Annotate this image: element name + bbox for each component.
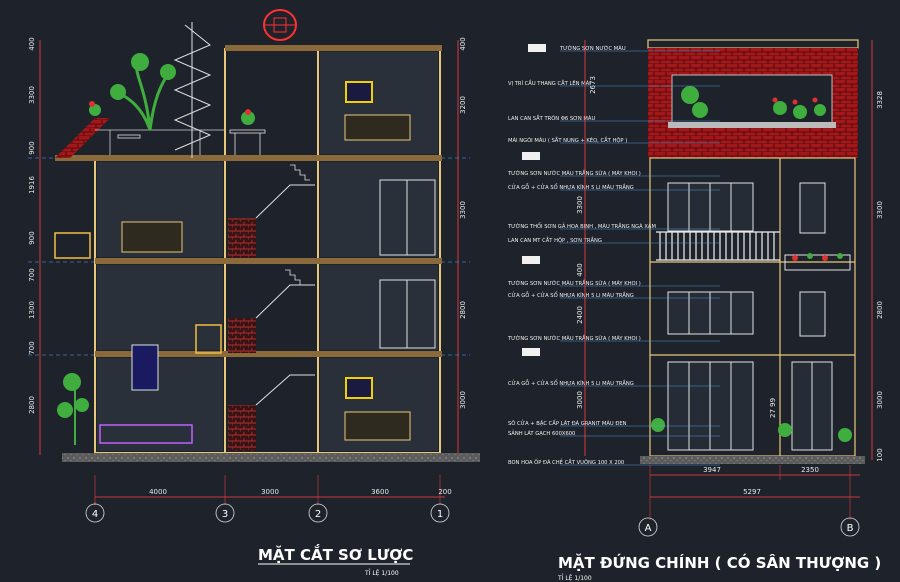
annotation-11: TƯỜNG SƠN NƯỚC MÀU TRẮNG SỮA ( MÁY KHOI … bbox=[507, 334, 641, 342]
sec-left-dim-3: 900 bbox=[28, 141, 36, 154]
sec-bottom-dim-2: 3000 bbox=[261, 488, 279, 496]
sec-bottom-dim-1: 4000 bbox=[149, 488, 167, 496]
mid-dim-3: 400 bbox=[576, 263, 584, 276]
spiral-staircase bbox=[173, 22, 212, 158]
wall-pictures bbox=[131, 81, 373, 399]
interior-stairs bbox=[228, 164, 315, 451]
level-markers bbox=[522, 44, 546, 356]
annotation-1: TƯỜNG SƠN NƯỚC MÀU bbox=[559, 45, 626, 52]
axis-4: 4 bbox=[92, 509, 98, 520]
annotation-9: TƯỜNG SƠN NƯỚC MÀU TRẮNG SỮA ( MÁY KHOI … bbox=[507, 279, 641, 287]
flower-box bbox=[784, 254, 851, 271]
elevation-terrace-plants bbox=[681, 86, 826, 119]
balcony-railings bbox=[54, 232, 222, 354]
facade-outline bbox=[649, 157, 856, 457]
elevation-ground-plants bbox=[651, 418, 852, 442]
elevation-ground bbox=[640, 456, 865, 464]
sec-right-dim-4: 2800 bbox=[459, 301, 467, 319]
water-tank-icon bbox=[263, 9, 297, 41]
sec-bottom-dim-4: 200 bbox=[438, 488, 451, 496]
section-right-dim-text: 400 3200 3300 2800 3000 bbox=[459, 37, 467, 409]
ground-strip bbox=[62, 453, 480, 462]
sec-left-dim-1: 400 bbox=[28, 37, 36, 50]
axis-A: A bbox=[645, 523, 652, 534]
sec-left-dim-9: 2800 bbox=[28, 396, 36, 414]
windows-floor-3 bbox=[667, 182, 826, 234]
elevation-annotations: TƯỜNG SƠN NƯỚC MÀU VỊ TRÍ CẦU THANG CẮT L… bbox=[507, 45, 720, 466]
ground-plant bbox=[57, 373, 89, 445]
sec-right-dim-2: 3200 bbox=[459, 96, 467, 114]
terrace-railing bbox=[95, 129, 225, 155]
elev-bottom-dim-2: 2350 bbox=[801, 466, 819, 474]
elevation-right-dims: 3328 3300 2800 3000 100 bbox=[876, 91, 884, 462]
sec-right-dim-3: 3300 bbox=[459, 201, 467, 219]
section-scale: TỈ LỆ 1/100 bbox=[364, 569, 399, 577]
section-bottom-dimension: 4000 3000 3600 200 bbox=[94, 475, 452, 505]
elev-right-dim-4: 3000 bbox=[876, 391, 884, 409]
elevation-title: MẶT ĐỨNG CHÍNH ( CÓ SÂN THƯỢNG ) bbox=[558, 552, 881, 572]
annotation-8: LAN CAN MT CẮT HỘP , SƠN TRẮNG bbox=[508, 236, 602, 244]
elevation-balcony-railing bbox=[656, 231, 780, 261]
terrace-plants bbox=[89, 53, 255, 131]
annotation-6: CỬA GỖ + CỬA SỔ NHỰA KÍNH 5 LI MÀU TRẮNG bbox=[508, 183, 634, 191]
annotation-3: LAN CAN SẮT TRÒN Φ6 SƠN MÀU bbox=[508, 114, 595, 122]
elevation-bottom-dimension: 3947 2350 5297 bbox=[649, 465, 860, 520]
section-drawing: 4000 3000 3600 200 4 3 2 1 MẶT CẮT SƠ LƯ… bbox=[28, 9, 480, 577]
sec-bottom-dim-3: 3600 bbox=[371, 488, 389, 496]
sec-left-dim-5: 900 bbox=[28, 231, 36, 244]
sec-right-dim-1: 400 bbox=[459, 37, 467, 50]
mid-dim-2: 3300 bbox=[576, 196, 584, 214]
sec-left-dim-6: 700 bbox=[28, 268, 36, 281]
terrace-furniture bbox=[117, 129, 266, 155]
floor-slabs bbox=[55, 45, 442, 357]
ground-floor-doors bbox=[667, 361, 833, 451]
annotation-2: VỊ TRÍ CẦU THANG CẮT LÊN MÁI bbox=[508, 79, 591, 87]
sec-left-dim-7: 1300 bbox=[28, 301, 36, 319]
elev-right-dim-3: 2800 bbox=[876, 301, 884, 319]
beds bbox=[121, 114, 411, 441]
axis-3: 3 bbox=[222, 509, 228, 520]
annotation-15: BON HOA ỐP ĐÁ CHẺ CẮT VUÔNG 100 X 200 bbox=[508, 458, 624, 466]
sec-left-dim-2: 3300 bbox=[28, 86, 36, 104]
annotation-14: SẢNH LÁT GẠCH 600X600 bbox=[508, 429, 575, 437]
annotation-7: TƯỜNG THỔI SƠN GẢ HOA BINH , MÀU TRẮNG N… bbox=[507, 222, 656, 230]
elev-right-dim-1: 3328 bbox=[876, 91, 884, 109]
wardrobes bbox=[379, 179, 436, 349]
annotation-12: CỬA GỖ + CỬA SỔ NHỰA KÍNH 5 LI MÀU TRẮNG bbox=[508, 379, 634, 387]
windows-floor-2 bbox=[667, 291, 826, 337]
elev-right-dim-2: 3300 bbox=[876, 201, 884, 219]
annotation-4: MÁI NGÓI MÀU ( SẮT NUNG + KÈO, CẮT HỘP ) bbox=[508, 136, 627, 144]
sofa bbox=[99, 424, 193, 444]
elevation-mid-dims: 2673 3300 400 2400 3000 bbox=[576, 76, 597, 409]
roof-tiles bbox=[55, 118, 110, 158]
elev-bottom-dim-1: 3947 bbox=[703, 466, 721, 474]
annotation-10: CỬA GỖ + CỬA SỔ NHỰA KÍNH 5 LI MÀU TRẮNG bbox=[508, 291, 634, 299]
mid-dim-4: 2400 bbox=[576, 306, 584, 324]
elevation-drawing: TƯỜNG SƠN NƯỚC MÀU VỊ TRÍ CẦU THANG CẮT L… bbox=[507, 39, 884, 582]
section-title: MẶT CẮT SƠ LƯỢC bbox=[258, 543, 413, 564]
sec-left-dim-8: 700 bbox=[28, 341, 36, 354]
mid-dim-1: 2673 bbox=[589, 76, 597, 94]
sec-left-dim-4: 1916 bbox=[28, 176, 36, 194]
section-axis-markers: 4 3 2 1 bbox=[85, 502, 450, 523]
elevation-axis-markers: A B bbox=[638, 517, 860, 537]
elev-inner-dim: 27 99 bbox=[769, 398, 777, 418]
axis-B: B bbox=[847, 523, 854, 534]
parapet bbox=[647, 39, 859, 49]
elev-overall-dim: 5297 bbox=[743, 488, 761, 496]
elevation-scale: TỈ LỆ 1/100 bbox=[557, 574, 592, 582]
axis-2: 2 bbox=[315, 509, 321, 520]
mid-dim-5: 3000 bbox=[576, 391, 584, 409]
terrace-ledge bbox=[668, 122, 836, 128]
annotation-5: TƯỜNG SƠN NƯỚC MÀU TRẮNG SỮA ( MÁY KHOI … bbox=[507, 169, 641, 177]
axis-1: 1 bbox=[437, 509, 443, 520]
section-left-dim-text: 400 3300 900 1916 900 700 1300 700 2800 bbox=[28, 37, 36, 414]
sec-right-dim-5: 3000 bbox=[459, 391, 467, 409]
annotation-13: SÔ CỬA + BẬC CẤP LÁT ĐÁ GRANIT MÀU ĐEN bbox=[508, 419, 627, 427]
flower-box-plants bbox=[792, 253, 843, 261]
elev-right-dim-5: 100 bbox=[876, 448, 884, 461]
